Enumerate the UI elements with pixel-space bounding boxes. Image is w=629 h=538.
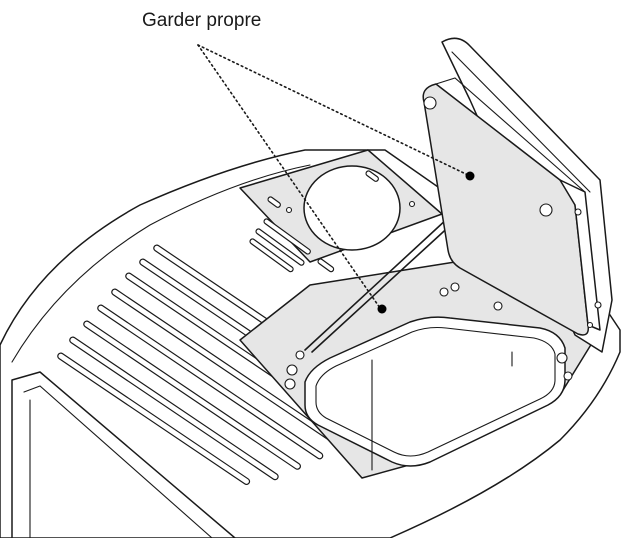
flue-plate: [239, 149, 443, 273]
target-dot-lid: [465, 171, 475, 181]
callout-leaders: [197, 44, 475, 314]
hopper-lid: [422, 77, 602, 336]
hopper-opening: [239, 261, 601, 479]
leader-to-opening: [197, 44, 381, 309]
hopper-bolts: [284, 282, 573, 390]
callout-label: Garder propre: [142, 10, 262, 31]
front-door-panel: [11, 371, 236, 538]
support-rod: [304, 217, 455, 353]
target-dot-opening: [377, 304, 387, 314]
leader-to-lid: [197, 44, 471, 177]
rear-slots: [249, 170, 379, 273]
